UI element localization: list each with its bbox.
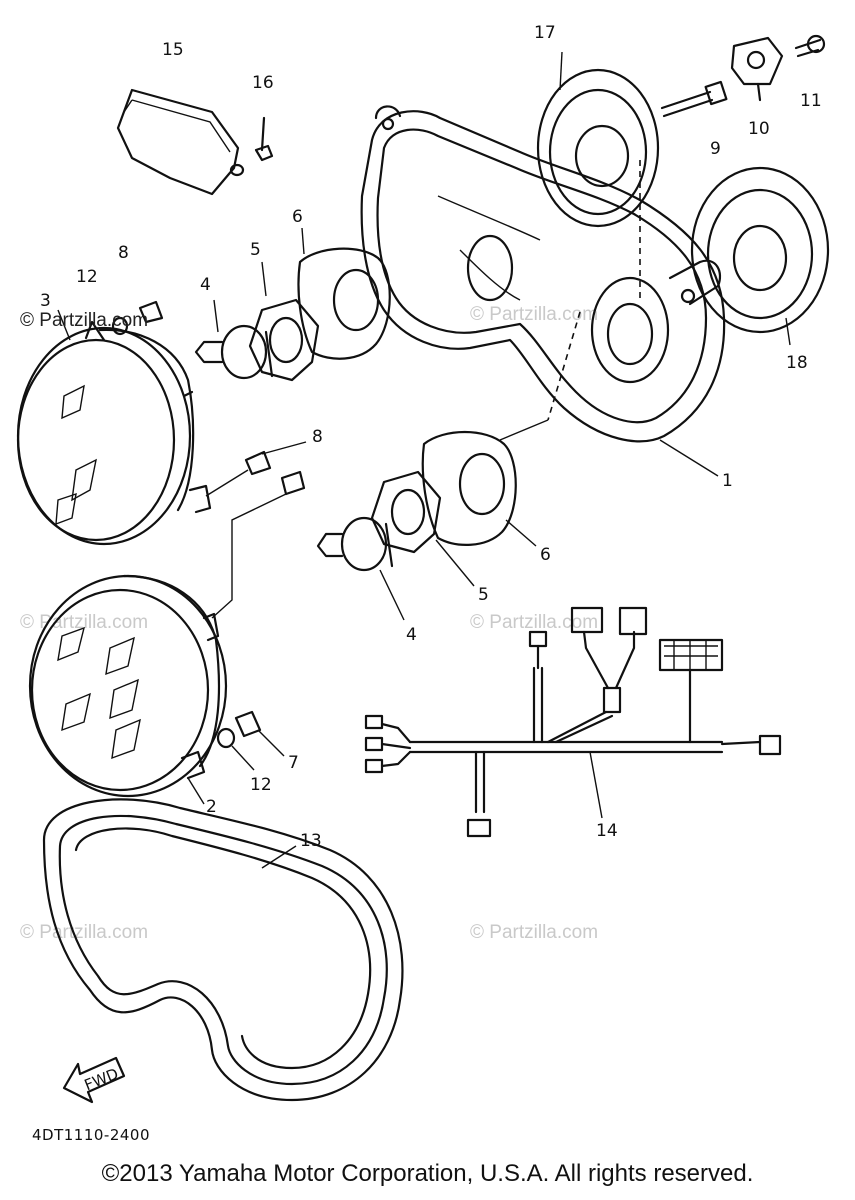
drawing-code: 4DT1110-2400 — [32, 1126, 150, 1144]
fwd-label: FWD — [82, 1065, 121, 1095]
part-4-bulb-lower[interactable] — [316, 516, 405, 621]
callout-5-upper: 5 — [250, 240, 261, 260]
part-12-washer-lower[interactable] — [216, 727, 255, 771]
part-10-bracket[interactable] — [730, 36, 784, 102]
part-4-bulb[interactable] — [194, 299, 274, 380]
callout-12-lower: 12 — [250, 775, 272, 795]
watermark: © Partzilla.com — [20, 922, 148, 943]
callout-4-lower: 4 — [406, 625, 417, 645]
watermark: © Partzilla.com — [470, 612, 598, 633]
callout-11: 11 — [800, 91, 822, 111]
callout-8-lower: 8 — [312, 427, 323, 447]
callout-2: 2 — [206, 797, 217, 817]
copyright-notice: ©2013 Yamaha Motor Corporation, U.S.A. A… — [101, 1160, 754, 1187]
part-14-wire-harness[interactable] — [364, 606, 782, 838]
part-6-socket-cover[interactable] — [297, 227, 391, 360]
part-2-headlight[interactable] — [28, 574, 228, 805]
callout-17: 17 — [534, 23, 556, 43]
part-18-gauge-cup[interactable] — [690, 166, 830, 346]
part-3-headlight[interactable] — [16, 309, 212, 546]
callout-9: 9 — [710, 139, 721, 159]
callout-14: 14 — [596, 821, 618, 841]
part-5-socket[interactable] — [248, 261, 320, 382]
callouts: 15 16 17 9 10 11 6 5 8 12 4 3 18 8 1 6 5… — [40, 23, 822, 851]
callout-10: 10 — [748, 119, 770, 139]
part-7-screw[interactable] — [234, 710, 285, 757]
part-13-gasket[interactable] — [42, 798, 404, 1102]
callout-8-upper: 8 — [118, 243, 129, 263]
callout-1: 1 — [722, 471, 733, 491]
part-1-housing[interactable] — [360, 105, 726, 477]
callout-5-lower: 5 — [478, 585, 489, 605]
part-5-socket-lower[interactable] — [370, 470, 475, 587]
callout-12-upper: 12 — [76, 267, 98, 287]
callout-7: 7 — [288, 753, 299, 773]
watermark: © Partzilla.com — [470, 304, 598, 325]
part-11-screw[interactable] — [794, 34, 826, 58]
part-9-bolt[interactable] — [660, 80, 728, 118]
parts-diagram: © Partzilla.com © Partzilla.com © Partzi… — [16, 23, 830, 1144]
part-6-socket-cover-lower[interactable] — [421, 419, 549, 547]
part-12-washer[interactable] — [111, 316, 129, 336]
callout-6-upper: 6 — [292, 207, 303, 227]
part-16-screw[interactable] — [254, 116, 274, 162]
callout-15: 15 — [162, 40, 184, 60]
callout-13: 13 — [300, 831, 322, 851]
part-17-gauge-cup[interactable] — [536, 51, 660, 228]
watermark-partzilla: © Partzilla.com — [20, 310, 148, 331]
callout-4-upper: 4 — [200, 275, 211, 295]
part-15-cover[interactable] — [116, 88, 245, 196]
part-8-screw[interactable] — [138, 300, 164, 324]
callout-18: 18 — [786, 353, 808, 373]
callout-16: 16 — [252, 73, 274, 93]
callout-6-lower: 6 — [540, 545, 551, 565]
fwd-arrow: FWD — [62, 1056, 126, 1104]
callout-3: 3 — [40, 291, 51, 311]
watermark: © Partzilla.com — [470, 922, 598, 943]
part-8-screws-lower[interactable] — [205, 441, 307, 619]
